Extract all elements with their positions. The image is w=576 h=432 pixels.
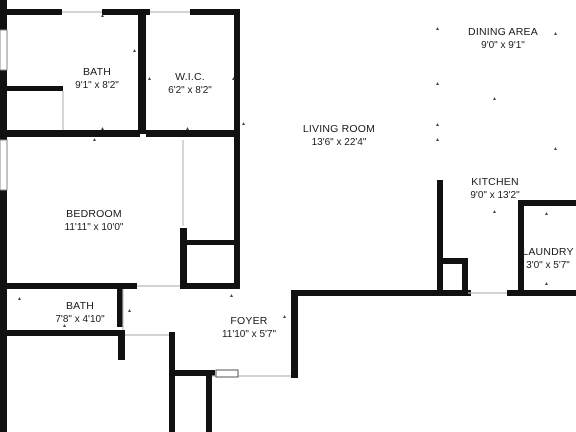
marker bbox=[128, 309, 131, 312]
marker bbox=[242, 122, 245, 125]
room-dimensions: 9'0" x 9'1" bbox=[481, 40, 525, 51]
wall-left-exterior bbox=[0, 0, 7, 432]
wall-closet-vertical bbox=[180, 228, 187, 286]
wall-bedroom-bottom-right bbox=[180, 283, 240, 289]
room-dimensions: 3'0" x 5'7" bbox=[526, 260, 570, 271]
entry-mat bbox=[215, 369, 239, 378]
room-name: KITCHEN bbox=[471, 176, 519, 188]
wall-smallbath-bottom bbox=[0, 330, 123, 336]
wall-laundry-bottom bbox=[507, 290, 576, 296]
room-bath-upper: BATH 9'1" x 8'2" bbox=[75, 66, 119, 92]
wall-hall-right bbox=[206, 376, 212, 432]
wall-smallbath-right bbox=[117, 289, 123, 327]
wall-foyer-east bbox=[291, 290, 298, 378]
marker bbox=[133, 49, 136, 52]
wall-hall-left bbox=[169, 332, 175, 432]
room-dimensions: 11'11" x 10'0" bbox=[64, 222, 124, 233]
wall-smallbath-bottom2 bbox=[118, 330, 125, 360]
room-dining-area: DINING AREA 9'0" x 9'1" bbox=[468, 26, 538, 52]
marker bbox=[545, 282, 548, 285]
wall-hall-stub bbox=[175, 370, 215, 376]
marker bbox=[554, 147, 557, 150]
marker bbox=[493, 97, 496, 100]
window-left-bedroom bbox=[0, 139, 8, 191]
wall-bath-wic bbox=[138, 9, 146, 134]
marker bbox=[148, 77, 151, 80]
wall-bath-partition bbox=[7, 86, 63, 91]
room-name: DINING AREA bbox=[468, 26, 538, 38]
room-name: BATH bbox=[82, 66, 112, 78]
marker bbox=[436, 123, 439, 126]
room-bath-lower: BATH 7'8" x 4'10" bbox=[55, 300, 104, 326]
wall-top-wic bbox=[102, 9, 150, 15]
window-left-bath bbox=[0, 29, 8, 71]
room-dimensions: 9'0" x 13'2" bbox=[470, 190, 520, 201]
room-foyer: FOYER 11'10" x 5'7" bbox=[222, 315, 276, 341]
room-name: LAUNDRY bbox=[522, 246, 574, 258]
marker bbox=[93, 138, 96, 141]
room-name: BATH bbox=[65, 300, 95, 312]
room-dimensions: 9'1" x 8'2" bbox=[75, 80, 119, 91]
room-name: W.I.C. bbox=[175, 71, 205, 83]
wall-wic-east bbox=[234, 9, 240, 289]
openings bbox=[62, 11, 507, 377]
room-dimensions: 6'2" x 8'2" bbox=[168, 85, 212, 96]
wall-laundry-top bbox=[518, 200, 576, 206]
side-windows bbox=[0, 29, 8, 191]
room-bedroom: BEDROOM 11'11" x 10'0" bbox=[65, 208, 124, 234]
room-wic: W.I.C. 6'2" x 8'2" bbox=[168, 71, 212, 97]
marker bbox=[493, 210, 496, 213]
room-name: LIVING ROOM bbox=[302, 123, 376, 135]
marker bbox=[63, 324, 66, 327]
marker bbox=[18, 297, 21, 300]
room-kitchen: KITCHEN 9'0" x 13'2" bbox=[470, 176, 519, 202]
wall-bath-bottom bbox=[7, 130, 140, 137]
wall-kitchen-island bbox=[437, 180, 443, 296]
wall-living-bottom bbox=[291, 290, 471, 296]
marker bbox=[101, 14, 104, 17]
wall-kitchen-stub2 bbox=[462, 258, 468, 296]
marker bbox=[232, 77, 235, 80]
room-dimensions: 7'8" x 4'10" bbox=[55, 314, 105, 325]
wall-wic-bottom bbox=[146, 130, 240, 137]
wall-top-bath bbox=[0, 9, 62, 15]
wall-kitchen-stub bbox=[443, 258, 468, 264]
marker bbox=[554, 32, 557, 35]
marker bbox=[230, 294, 233, 297]
room-living-room: LIVING ROOM 13'6" x 22'4" bbox=[303, 123, 375, 149]
marker bbox=[545, 212, 548, 215]
room-dimensions: 13'6" x 22'4" bbox=[311, 137, 367, 148]
wall-bedroom-bottom bbox=[7, 283, 137, 289]
room-name: FOYER bbox=[230, 315, 268, 327]
entry-threshold bbox=[215, 369, 239, 378]
room-laundry: LAUNDRY 3'0" x 5'7" bbox=[522, 246, 573, 272]
wall-laundry-left bbox=[518, 200, 524, 296]
marker bbox=[283, 315, 286, 318]
marker bbox=[101, 127, 104, 130]
marker bbox=[436, 138, 439, 141]
marker bbox=[436, 82, 439, 85]
room-name: BEDROOM bbox=[66, 208, 122, 220]
measurement-markers bbox=[18, 14, 557, 327]
room-dimensions: 11'10" x 5'7" bbox=[221, 329, 277, 340]
wall-closet-top bbox=[187, 240, 234, 245]
marker bbox=[186, 127, 189, 130]
wall-top-right bbox=[190, 9, 240, 15]
marker bbox=[436, 27, 439, 30]
